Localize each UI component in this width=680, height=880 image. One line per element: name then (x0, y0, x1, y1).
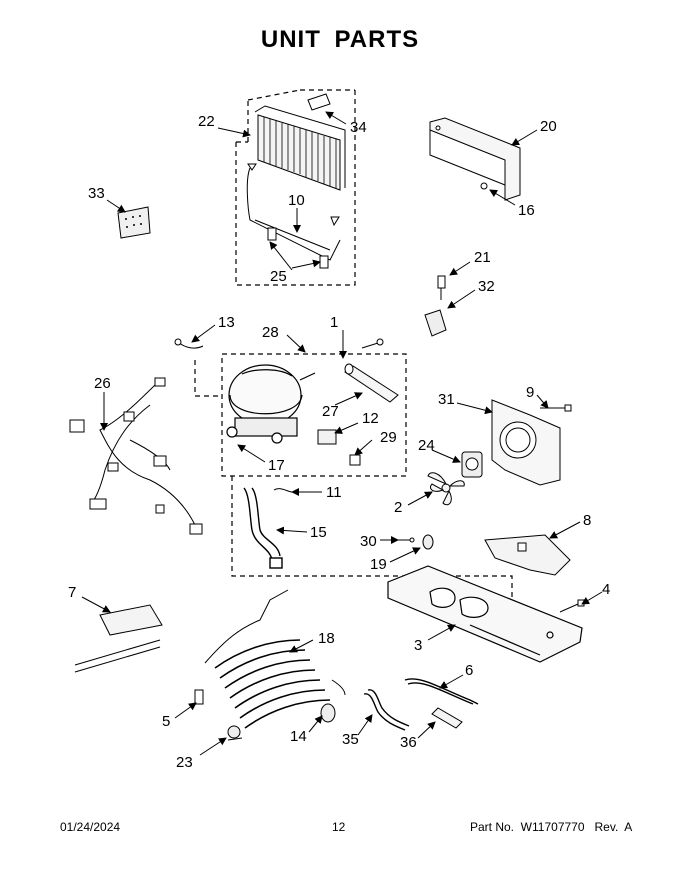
callout-30: 30 (360, 533, 377, 550)
callout-24: 24 (418, 437, 435, 454)
callout-23: 23 (176, 754, 193, 771)
page-title: UNIT PARTS (260, 26, 420, 53)
screw-21 (437, 275, 446, 300)
tape-strip-34 (307, 93, 331, 111)
drier-27 (344, 363, 399, 403)
compressor-28 (226, 364, 316, 444)
callout-26: 26 (94, 375, 111, 392)
callout-8: 8 (583, 512, 591, 529)
bracket-20 (429, 117, 521, 201)
fan-blade-2 (427, 472, 465, 506)
footer-page-number: 12 (332, 820, 346, 834)
tube-35 (363, 689, 410, 731)
callout-28: 28 (262, 324, 279, 341)
callout-1: 1 (330, 314, 338, 331)
screw-4 (559, 599, 585, 613)
callout-35: 35 (342, 731, 359, 748)
tube-11 (273, 488, 293, 493)
leader-lines (81, 111, 603, 756)
wire-13 (174, 338, 204, 349)
clip-5 (194, 689, 204, 705)
callout-5: 5 (162, 713, 170, 730)
bracket-32 (424, 309, 447, 337)
callout-13: 13 (218, 314, 235, 331)
callout-36: 36 (400, 734, 417, 751)
callout-12: 12 (362, 410, 379, 427)
callout-16: 16 (518, 202, 535, 219)
callout-33: 33 (88, 185, 105, 202)
callout-21: 21 (474, 249, 491, 266)
callout-labels: 22 34 20 16 33 10 25 21 32 13 28 1 26 27… (68, 113, 610, 771)
wire-harness-26 (69, 377, 203, 535)
cap-14 (320, 703, 336, 723)
callout-27: 27 (322, 403, 339, 420)
callout-34: 34 (350, 119, 367, 136)
callout-2: 2 (394, 499, 402, 516)
screw-9 (540, 404, 572, 412)
screw-1 (361, 338, 384, 349)
drain-tube-15 (243, 487, 283, 569)
callout-18: 18 (318, 630, 335, 647)
capacitor-29 (349, 454, 361, 466)
compressor-assembly-box (194, 353, 513, 600)
footer-date: 01/24/2024 (60, 820, 121, 834)
callout-20: 20 (540, 118, 557, 135)
callout-19: 19 (370, 556, 387, 573)
base-plate-3 (387, 565, 583, 663)
thermostat-23 (227, 725, 243, 741)
callout-7: 7 (68, 584, 76, 601)
callout-9: 9 (526, 384, 534, 401)
callout-4: 4 (602, 581, 610, 598)
evaporator-coil (246, 105, 346, 269)
callout-10: 10 (288, 192, 305, 209)
callout-17: 17 (268, 457, 285, 474)
footer-part-number: Part No. W11707770 Rev. A (470, 820, 633, 834)
tube-6 (404, 678, 479, 705)
fan-motor-24 (461, 451, 483, 478)
sleeve-36 (431, 707, 463, 729)
bracket-7 (74, 604, 163, 673)
grommet-19 (422, 534, 434, 550)
relay-12 (317, 429, 337, 445)
callout-11: 11 (326, 484, 342, 501)
callout-6: 6 (465, 662, 473, 679)
evaporator-assembly-box (235, 89, 356, 286)
callout-32: 32 (478, 278, 495, 295)
callout-22: 22 (198, 113, 215, 130)
callout-14: 14 (290, 728, 307, 745)
callout-15: 15 (310, 524, 327, 541)
condenser-coil-18 (204, 589, 346, 729)
callout-29: 29 (380, 429, 397, 446)
callout-3: 3 (414, 637, 422, 654)
callout-25: 25 (270, 268, 287, 285)
insulation-pad-33 (117, 206, 151, 239)
fan-shroud-31 (491, 399, 561, 486)
callout-31: 31 (438, 391, 455, 408)
bracket-8 (484, 534, 571, 576)
